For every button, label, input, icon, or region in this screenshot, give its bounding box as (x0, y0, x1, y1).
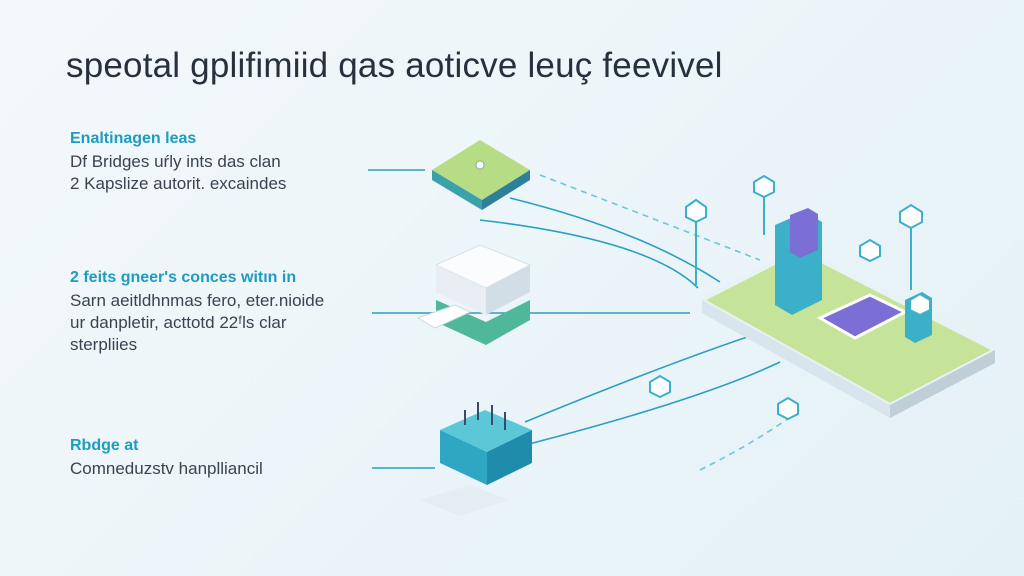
section-line: 2 Kapslize autorit. excaindes (70, 174, 287, 193)
section-heading: 2 feits gneer's conces witın in (70, 269, 297, 286)
section-heading: Rbdge at (70, 437, 139, 454)
section-3: Rbdge at Comneduzstv hanplliancil (70, 437, 263, 480)
section-line: ur danpletir, acttotd 22ᶠls clar (70, 313, 287, 332)
section-2: 2 feits gneer's conces witın in Sarn aei… (70, 269, 324, 356)
connector-lines (368, 169, 801, 471)
section-line: Df Bridges uŕly ints das clan (70, 152, 281, 171)
chip-stack-icon (420, 402, 532, 516)
section-heading: Enaltinagen leas (70, 130, 197, 147)
section-line: Sarn aeitldhnmas fero, eter.nioide (70, 291, 325, 310)
section-line: sterpliies (70, 335, 138, 354)
page-title: speotal gplifimiid qas aoticve leuç feev… (66, 46, 723, 85)
server-stack-icon (416, 244, 532, 345)
green-tile-icon (432, 140, 530, 210)
section-line: Comneduzstv hanplliancil (70, 459, 263, 478)
map-pin-icons (649, 174, 931, 421)
city-platform-icon (697, 208, 1000, 418)
section-1: Enaltinagen leas Df Bridges uŕly ints da… (70, 130, 286, 195)
